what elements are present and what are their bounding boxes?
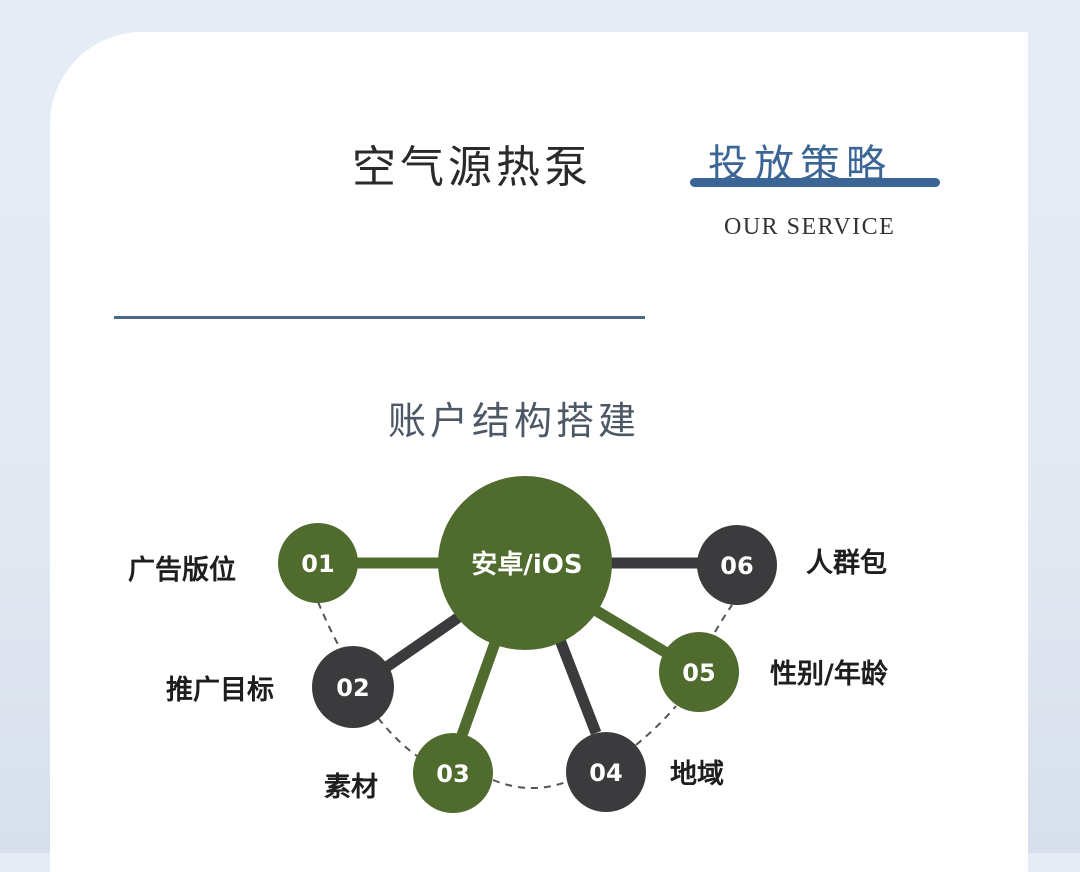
node-number: 03 — [436, 760, 469, 788]
content-card — [50, 32, 1028, 872]
node-04-label: 地域 — [670, 759, 724, 790]
page-title-accent: 投放策略 — [708, 142, 892, 188]
node-01: 01 — [278, 523, 358, 603]
node-06-label: 人群包 — [806, 548, 887, 579]
account-structure-diagram: 安卓/iOS 01 02 03 04 05 06 — [278, 476, 777, 813]
node-number: 06 — [720, 552, 753, 580]
node-number: 04 — [589, 759, 622, 787]
title-underline-bar — [690, 178, 940, 187]
section-divider — [114, 316, 645, 319]
center-node-label: 安卓/iOS — [471, 550, 582, 580]
node-03: 03 — [413, 733, 493, 813]
center-node: 安卓/iOS — [438, 476, 612, 650]
node-01-label: 广告版位 — [128, 555, 236, 586]
node-02: 02 — [312, 646, 394, 728]
node-04: 04 — [566, 732, 646, 812]
page-title: 空气源热泵 — [352, 142, 592, 193]
node-03-label: 素材 — [324, 772, 378, 803]
node-05: 05 — [659, 632, 739, 712]
english-subtitle: OUR SERVICE — [724, 214, 896, 240]
node-number: 05 — [682, 659, 715, 687]
node-05-label: 性别/年龄 — [770, 659, 888, 690]
node-number: 02 — [336, 674, 369, 702]
node-06: 06 — [697, 525, 777, 605]
section-title: 账户结构搭建 — [388, 399, 641, 443]
node-02-label: 推广目标 — [166, 675, 274, 706]
dashed-connectors — [317, 601, 733, 790]
spokes — [355, 557, 700, 737]
node-number: 01 — [301, 550, 334, 578]
